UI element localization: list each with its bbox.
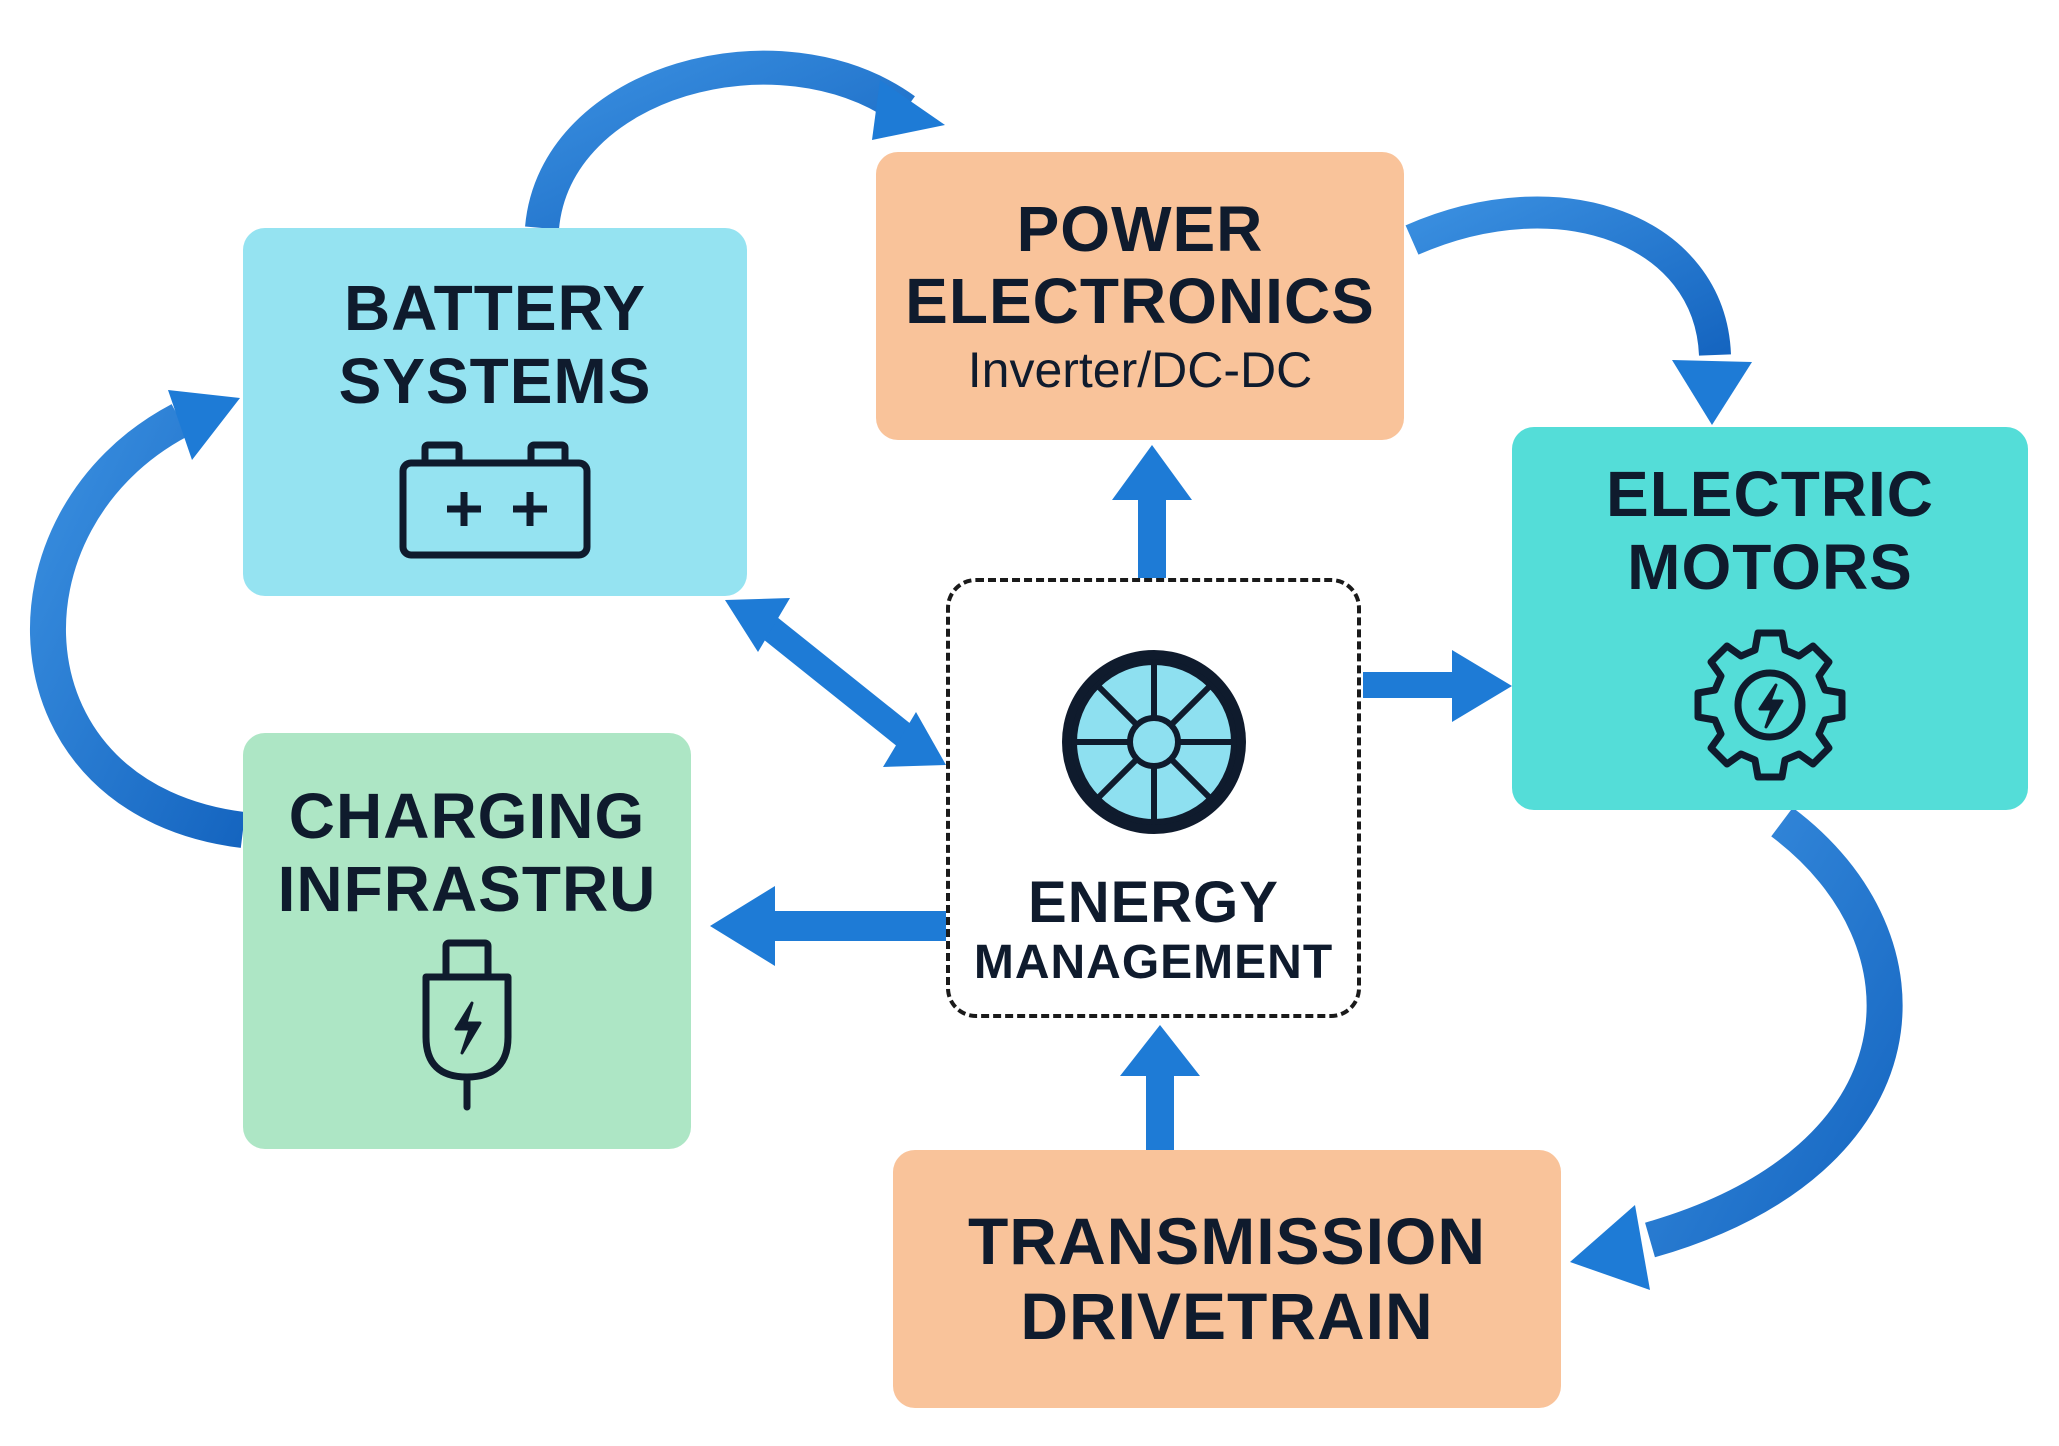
transmission-title: TRANSMISSION DRIVETRAIN: [968, 1204, 1486, 1353]
arrow-charging-to-battery: [30, 390, 246, 848]
power-electronics-subtitle: Inverter/DC-DC: [967, 342, 1313, 399]
power-title-line2: ELECTRONICS: [905, 265, 1375, 337]
battery-icon: [399, 441, 591, 559]
charging-title-line2: INFRASTRU: [277, 852, 657, 925]
transmission-title-line2: DRIVETRAIN: [1020, 1279, 1434, 1353]
motors-title-line1: ELECTRIC: [1606, 458, 1934, 531]
arrow-energy-to-motors: [1363, 650, 1512, 722]
plug-icon: [422, 939, 512, 1111]
battery-systems-title: BATTERY SYSTEMS: [339, 272, 652, 417]
battery-title-line2: SYSTEMS: [338, 344, 652, 417]
power-electronics-title: POWER ELECTRONICS: [905, 193, 1375, 338]
battery-systems-node: BATTERY SYSTEMS: [243, 228, 747, 596]
power-title-line1: POWER: [1016, 192, 1264, 265]
arrow-transmission-to-energy: [1120, 1025, 1200, 1150]
energy-title-line2: MANAGEMENT: [973, 935, 1334, 989]
arrow-battery-energy-bidirectional: [725, 598, 946, 767]
transmission-drivetrain-node: TRANSMISSION DRIVETRAIN: [893, 1150, 1561, 1408]
charging-infrastructure-node: CHARGING INFRASTRU: [243, 733, 691, 1149]
motors-title-line2: MOTORS: [1627, 530, 1913, 603]
charging-title: CHARGING INFRASTRU: [278, 780, 657, 925]
energy-title-line1: ENERGY: [1028, 870, 1279, 935]
transmission-title-line1: TRANSMISSION: [967, 1204, 1487, 1279]
charging-title-line1: CHARGING: [288, 780, 646, 853]
arrow-motors-to-transmission: [1570, 807, 1903, 1290]
arrow-power-to-motors: [1405, 196, 1752, 425]
electric-motors-node: ELECTRIC MOTORS: [1512, 427, 2028, 810]
battery-title-line1: BATTERY: [343, 272, 647, 345]
wheel-icon: [1061, 650, 1246, 834]
power-electronics-node: POWER ELECTRONICS Inverter/DC-DC: [876, 152, 1404, 440]
arrow-energy-to-charging: [710, 886, 946, 966]
energy-management-node: ENERGY MANAGEMENT: [946, 578, 1361, 1018]
gear-lightning-icon: [1694, 629, 1846, 781]
arrow-battery-to-power: [525, 50, 945, 231]
electric-motors-title: ELECTRIC MOTORS: [1606, 458, 1934, 603]
arrow-energy-to-power: [1112, 445, 1192, 578]
